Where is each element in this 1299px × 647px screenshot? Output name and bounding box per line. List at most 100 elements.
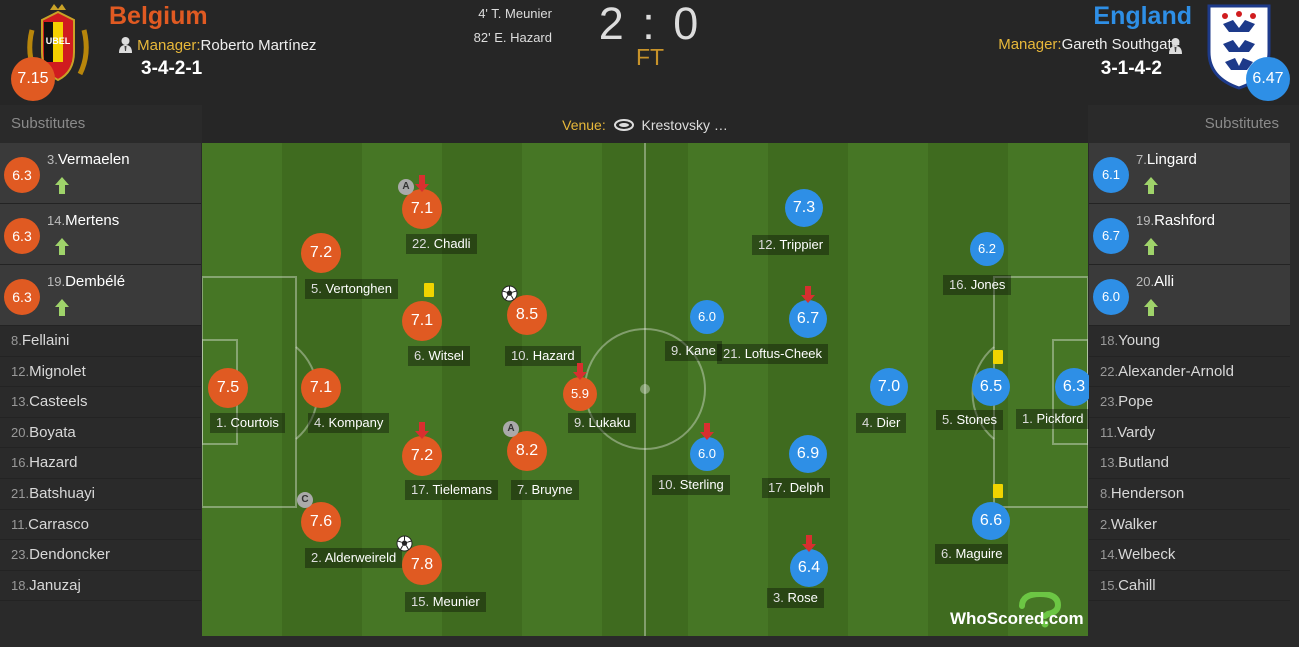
bench-player-row[interactable]: 8.Henderson	[1089, 479, 1290, 510]
whoscored-logo[interactable]: WhoScored .com	[948, 590, 1084, 632]
substitute-row[interactable]: 6.3 14.Mertens	[0, 204, 201, 265]
shirt-number: 3.	[773, 590, 784, 605]
goal-event: 4' T. Meunier	[478, 6, 552, 21]
shirt-number: 5.	[942, 412, 953, 427]
shirt-number: 10.	[658, 477, 677, 492]
home-team-name[interactable]: Belgium	[109, 2, 208, 30]
bench-player-row[interactable]: 2.Walker	[1089, 510, 1290, 541]
shirt-number: 4.	[862, 415, 873, 430]
stadium-icon	[613, 119, 634, 131]
shirt-number: 6.	[941, 546, 952, 561]
bench-player-row[interactable]: 14.Welbeck	[1089, 540, 1290, 571]
bench-player-row[interactable]: 23.Dendoncker	[0, 540, 201, 571]
player-rating: 7.8	[402, 545, 442, 585]
whoscored-logo-icon: WhoScored .com	[950, 590, 1084, 628]
player-rating: 7.1	[402, 189, 442, 229]
away-team-name[interactable]: England	[1093, 2, 1192, 30]
manager-name: Roberto Martínez	[200, 37, 317, 54]
venue-label: Venue:	[562, 117, 606, 133]
bench-player-row[interactable]: 16.Hazard	[0, 448, 201, 479]
bench-player-row[interactable]: 18.Young	[1089, 326, 1290, 357]
pitch-markings	[202, 143, 1088, 636]
bench-player-row[interactable]: 11.Vardy	[1089, 418, 1290, 449]
player-name: Dembélé	[65, 273, 126, 290]
player-name: Meunier	[432, 594, 480, 609]
player-name: Sterling	[679, 477, 724, 492]
bench-player-row[interactable]: 13.Casteels	[0, 387, 201, 418]
substitute-rating: 6.3	[4, 157, 40, 193]
player-name: Cahill	[1118, 576, 1156, 594]
player-label: 6. Maguire	[935, 544, 1009, 564]
player-rating: 6.0	[690, 300, 724, 334]
player-label: 6. Witsel	[408, 346, 470, 366]
goal-ball-icon	[501, 285, 518, 302]
bench-player-row[interactable]: 13.Butland	[1089, 448, 1290, 479]
player-name: Boyata	[29, 423, 76, 441]
bench-player-row[interactable]: 22.Alexander-Arnold	[1089, 357, 1290, 388]
subbed-on-arrow-icon	[1144, 238, 1158, 255]
shirt-number: 19.	[1136, 213, 1155, 228]
shirt-number: 12.	[11, 363, 30, 379]
bench-player-row[interactable]: 11.Carrasco	[0, 510, 201, 541]
match-status: FT	[635, 44, 665, 70]
pitch-area: Venue: Krestovsky …	[202, 105, 1093, 636]
player-name: Loftus-Cheek	[744, 346, 823, 361]
shirt-number: 23.	[11, 547, 30, 563]
player-name: Rose	[787, 590, 818, 605]
away-team-rating: 6.47	[1246, 57, 1290, 101]
shirt-number: 3.	[47, 152, 58, 167]
subbed-on-arrow-icon	[55, 177, 69, 194]
substitute-row[interactable]: 6.3 3.Vermaelen	[0, 143, 201, 204]
shirt-number: 17.	[411, 482, 430, 497]
player-rating: 7.2	[402, 436, 442, 476]
substitute-rating: 6.1	[1093, 157, 1129, 193]
player-label: 22. Chadli	[406, 234, 477, 254]
player-label: 4. Dier	[856, 413, 907, 433]
shirt-number: 21.	[11, 485, 30, 501]
bench-player-row[interactable]: 15.Cahill	[1089, 571, 1290, 602]
player-label: 9. Kane	[665, 341, 722, 361]
player-name: Vermaelen	[57, 151, 130, 168]
shirt-number: 14.	[47, 213, 66, 228]
player-rating: 8.2	[507, 431, 547, 471]
player-rating: 7.1	[402, 301, 442, 341]
bench-player-row[interactable]: 21.Batshuayi	[0, 479, 201, 510]
svg-text:WhoScored: WhoScored	[950, 609, 1044, 628]
player-name: Dier	[876, 415, 901, 430]
player-label: 17. Tielemans	[405, 480, 498, 500]
player-name: Alli	[1154, 273, 1175, 290]
player-name: Hazard	[532, 348, 575, 363]
bench-player-row[interactable]: 20.Boyata	[0, 418, 201, 449]
shirt-number: 13.	[11, 394, 30, 410]
subbed-on-arrow-icon	[55, 238, 69, 255]
substitute-rating: 6.0	[1093, 279, 1129, 315]
shirt-number: 14.	[1100, 547, 1119, 563]
bench-player-row[interactable]: 8.Fellaini	[0, 326, 201, 357]
bench-player-row[interactable]: 18.Januzaj	[0, 571, 201, 602]
player-label: 1. Courtois	[210, 413, 285, 433]
yellow-card-icon	[993, 350, 1003, 364]
player-name: Kane	[685, 343, 716, 358]
shirt-number: 9.	[574, 415, 585, 430]
player-name: Mertens	[65, 212, 120, 229]
subbed-off-arrow-icon	[700, 423, 714, 440]
player-label: 3. Rose	[767, 588, 824, 608]
svg-text:.com: .com	[1044, 609, 1084, 628]
shirt-number: 7.	[1136, 152, 1147, 167]
player-label: 1. Pickford	[1016, 409, 1090, 429]
player-rating: 7.0	[870, 368, 908, 406]
shirt-number: 13.	[1100, 455, 1119, 471]
shirt-number: 11.	[1100, 424, 1118, 440]
bench-player-row[interactable]: 23.Pope	[1089, 387, 1290, 418]
captain-badge: A	[398, 179, 414, 195]
substitute-name: 19.Dembélé	[47, 273, 125, 290]
player-rating: 6.9	[789, 435, 827, 473]
player-rating: 5.9	[563, 377, 597, 411]
bench-player-row[interactable]: 12.Mignolet	[0, 357, 201, 388]
substitute-rating: 6.3	[4, 218, 40, 254]
svg-text:UBEL: UBEL	[46, 36, 71, 46]
